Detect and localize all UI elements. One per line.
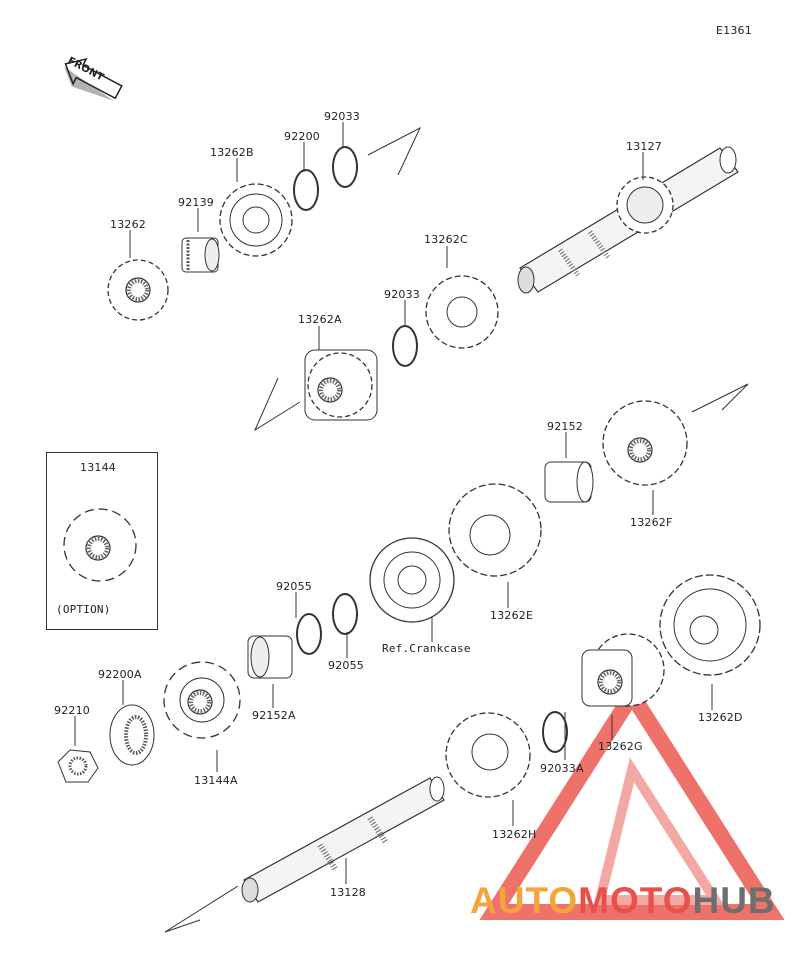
circlip-92033-top [332, 146, 358, 188]
label-92210: 92210 [54, 704, 90, 717]
label-13262H: 13262H [492, 828, 537, 841]
shaft-13127 [517, 146, 739, 294]
option-box [46, 452, 158, 630]
ring-92200 [293, 169, 319, 211]
label-92152A: 92152A [252, 709, 296, 722]
label-92139: 92139 [178, 196, 214, 209]
option-label: (OPTION) [56, 603, 111, 616]
gear-13262A [304, 349, 378, 421]
gear-13262 [107, 259, 169, 321]
label-92033-mid: 92033 [384, 288, 420, 301]
front-arrow-icon [64, 57, 123, 101]
circlip-92033-mid [392, 325, 418, 367]
collar-92152A [247, 635, 293, 679]
nut-92210 [57, 749, 99, 783]
label-13262A: 13262A [298, 313, 342, 326]
label-13262D: 13262D [698, 711, 743, 724]
bearing-92139 [181, 237, 220, 273]
sprocket-13144A [163, 661, 241, 739]
watermark-moto: MOTO [578, 880, 693, 921]
watermark-triangle [479, 680, 785, 920]
gear-13262F [602, 400, 688, 486]
gear-13262G [581, 633, 665, 707]
label-13144A: 13144A [194, 774, 238, 787]
watermark-logo: AUTOMOTOHUB [470, 880, 776, 922]
label-13262B: 13262B [210, 146, 254, 159]
leader-lines [74, 122, 749, 933]
label-92033A: 92033A [540, 762, 584, 775]
circlip-92033A [542, 711, 568, 753]
label-13128: 13128 [330, 886, 366, 899]
bearing-crankcase [369, 537, 455, 623]
gear-13262D [659, 574, 761, 676]
gear-13262H [445, 712, 531, 798]
shaft-13128 [241, 776, 445, 903]
label-13144: 13144 [80, 461, 116, 474]
ref-crankcase-label: Ref.Crankcase [382, 642, 471, 655]
label-92033-top: 92033 [324, 110, 360, 123]
gear-13262B [219, 183, 293, 257]
label-92152: 92152 [547, 420, 583, 433]
label-13262C: 13262C [424, 233, 468, 246]
watermark-auto: AUTO [470, 880, 579, 921]
label-13262G: 13262G [598, 740, 643, 753]
gear-13262C [425, 275, 499, 349]
ring-92055-a [296, 613, 322, 655]
label-13262F: 13262F [630, 516, 673, 529]
ring-92055-b [332, 593, 358, 635]
label-13127: 13127 [626, 140, 662, 153]
label-13262E: 13262E [490, 609, 534, 622]
diagram-code: E1361 [716, 24, 752, 37]
washer-92200A [109, 704, 155, 766]
gear-13262E [448, 483, 542, 577]
label-13262: 13262 [110, 218, 146, 231]
bushing-92152 [544, 461, 594, 503]
label-92200: 92200 [284, 130, 320, 143]
label-92200A: 92200A [98, 668, 142, 681]
label-92055-a: 92055 [276, 580, 312, 593]
watermark-hub: HUB [692, 880, 776, 921]
label-92055-b: 92055 [328, 659, 364, 672]
sprocket-13144 [63, 508, 137, 582]
